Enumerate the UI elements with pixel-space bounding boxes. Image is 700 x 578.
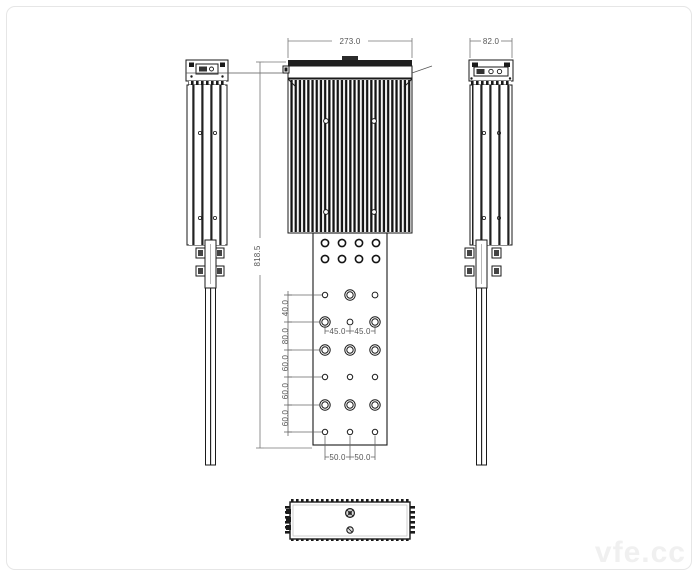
- dim-label-side-width: 82.0: [483, 37, 500, 46]
- right-view-mounting-bracket: [464, 247, 502, 277]
- right-side-elevation-view: 82.0: [464, 37, 514, 466]
- dim-label-v5: 60.0: [281, 409, 290, 426]
- bottom-view-top-teeth: [290, 499, 410, 503]
- dim-label-v3: 60.0: [281, 354, 290, 371]
- bottom-view-lower-boss: [346, 526, 354, 534]
- front-view-top-band: [288, 60, 412, 66]
- front-elevation-view: 273.0: [186, 37, 433, 446]
- left-view-mast: [205, 287, 216, 466]
- right-view-mast: [476, 287, 487, 466]
- right-view-fin-field: [472, 85, 510, 245]
- dim-label-h4: 50.0: [354, 453, 371, 462]
- dimension-chain-vertical: 40.0 80.0 60.0 60.0 60.0: [281, 291, 322, 436]
- bottom-view-right-teeth: [410, 505, 415, 535]
- left-side-elevation-view: [185, 59, 229, 466]
- hole-row-2: [319, 316, 381, 328]
- dim-label-h1: 45.0: [329, 327, 346, 336]
- dimension-side-width: 82.0: [469, 37, 513, 58]
- dim-label-h2: 45.0: [354, 327, 371, 336]
- front-view-mounting-plate: [312, 232, 388, 446]
- front-view-top-plate: [287, 65, 413, 79]
- site-watermark: vfe.cc: [594, 536, 686, 569]
- dim-label-v2: 80.0: [281, 327, 290, 344]
- hole-grid-top: [320, 238, 381, 264]
- dim-label-h3: 50.0: [329, 453, 346, 462]
- dimension-overall-width: 273.0: [287, 37, 413, 58]
- left-view-teeth: [188, 81, 226, 85]
- front-view-fin-field: [289, 80, 411, 232]
- hole-row-3: [319, 344, 381, 356]
- dim-label-v1: 40.0: [281, 299, 290, 316]
- dim-label-overall-width: 273.0: [339, 37, 360, 46]
- dim-label-v4: 60.0: [281, 382, 290, 399]
- left-view-fin-field: [189, 85, 225, 245]
- right-view-top-connector: [468, 59, 514, 82]
- hole-row-6: [321, 428, 379, 436]
- front-view-top-tab: [342, 56, 358, 60]
- dimension-chain-horizontal-50: 50.0 50.0: [324, 436, 376, 462]
- bottom-plan-view: [285, 499, 415, 541]
- dimension-overall-height: 818.5: [253, 61, 312, 449]
- dim-label-overall-height: 818.5: [253, 245, 262, 266]
- left-view-top-connector: [185, 59, 229, 82]
- hole-row-5: [319, 399, 381, 411]
- right-view-teeth: [471, 81, 511, 85]
- hole-row-4: [321, 373, 379, 381]
- bottom-view-center-boss: [345, 508, 356, 519]
- hole-row-1: [321, 289, 379, 301]
- dimension-chain-horizontal-45: 45.0 45.0: [324, 326, 376, 336]
